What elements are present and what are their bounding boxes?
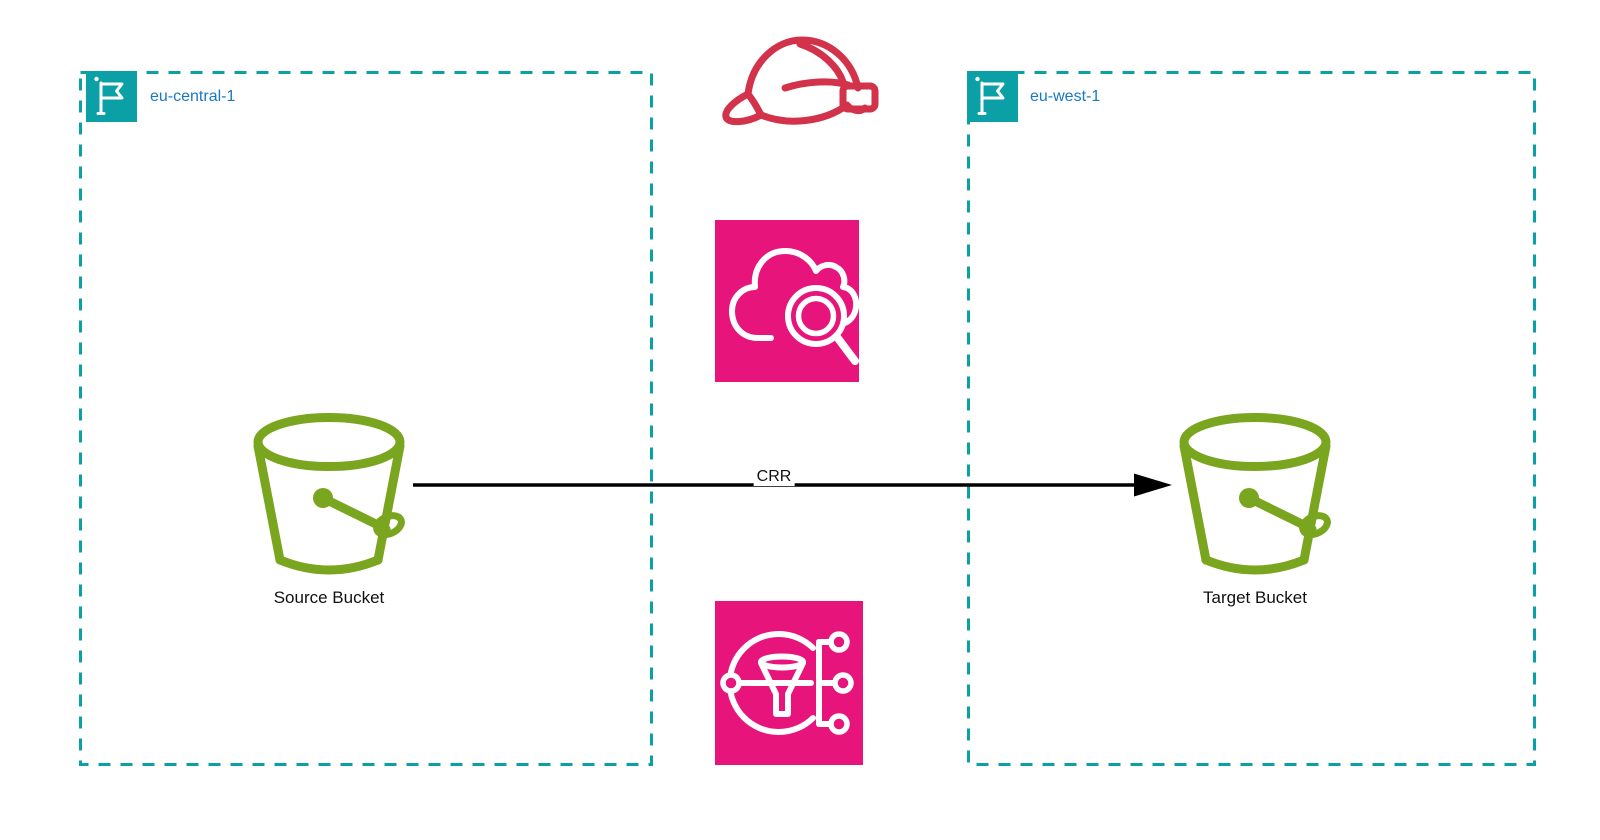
region-flag-icon <box>86 71 137 122</box>
region-box-eu-central-1 <box>79 71 653 766</box>
eventbridge-rule-icon <box>715 601 863 765</box>
source-bucket-icon <box>253 413 405 575</box>
region-label-eu-west-1: eu-west-1 <box>1030 88 1101 105</box>
crr-edge-label: CRR <box>753 467 795 486</box>
region-box-eu-west-1 <box>967 71 1536 766</box>
region-flag-icon <box>967 71 1018 122</box>
source-bucket-label: Source Bucket <box>273 588 385 607</box>
arrowhead-icon <box>1134 473 1172 497</box>
red-helmet-icon <box>722 36 879 126</box>
target-bucket-icon <box>1179 413 1331 575</box>
target-bucket-label: Target Bucket <box>1203 588 1307 607</box>
cloudwatch-icon <box>715 220 859 382</box>
region-label-eu-central-1: eu-central-1 <box>150 88 236 105</box>
